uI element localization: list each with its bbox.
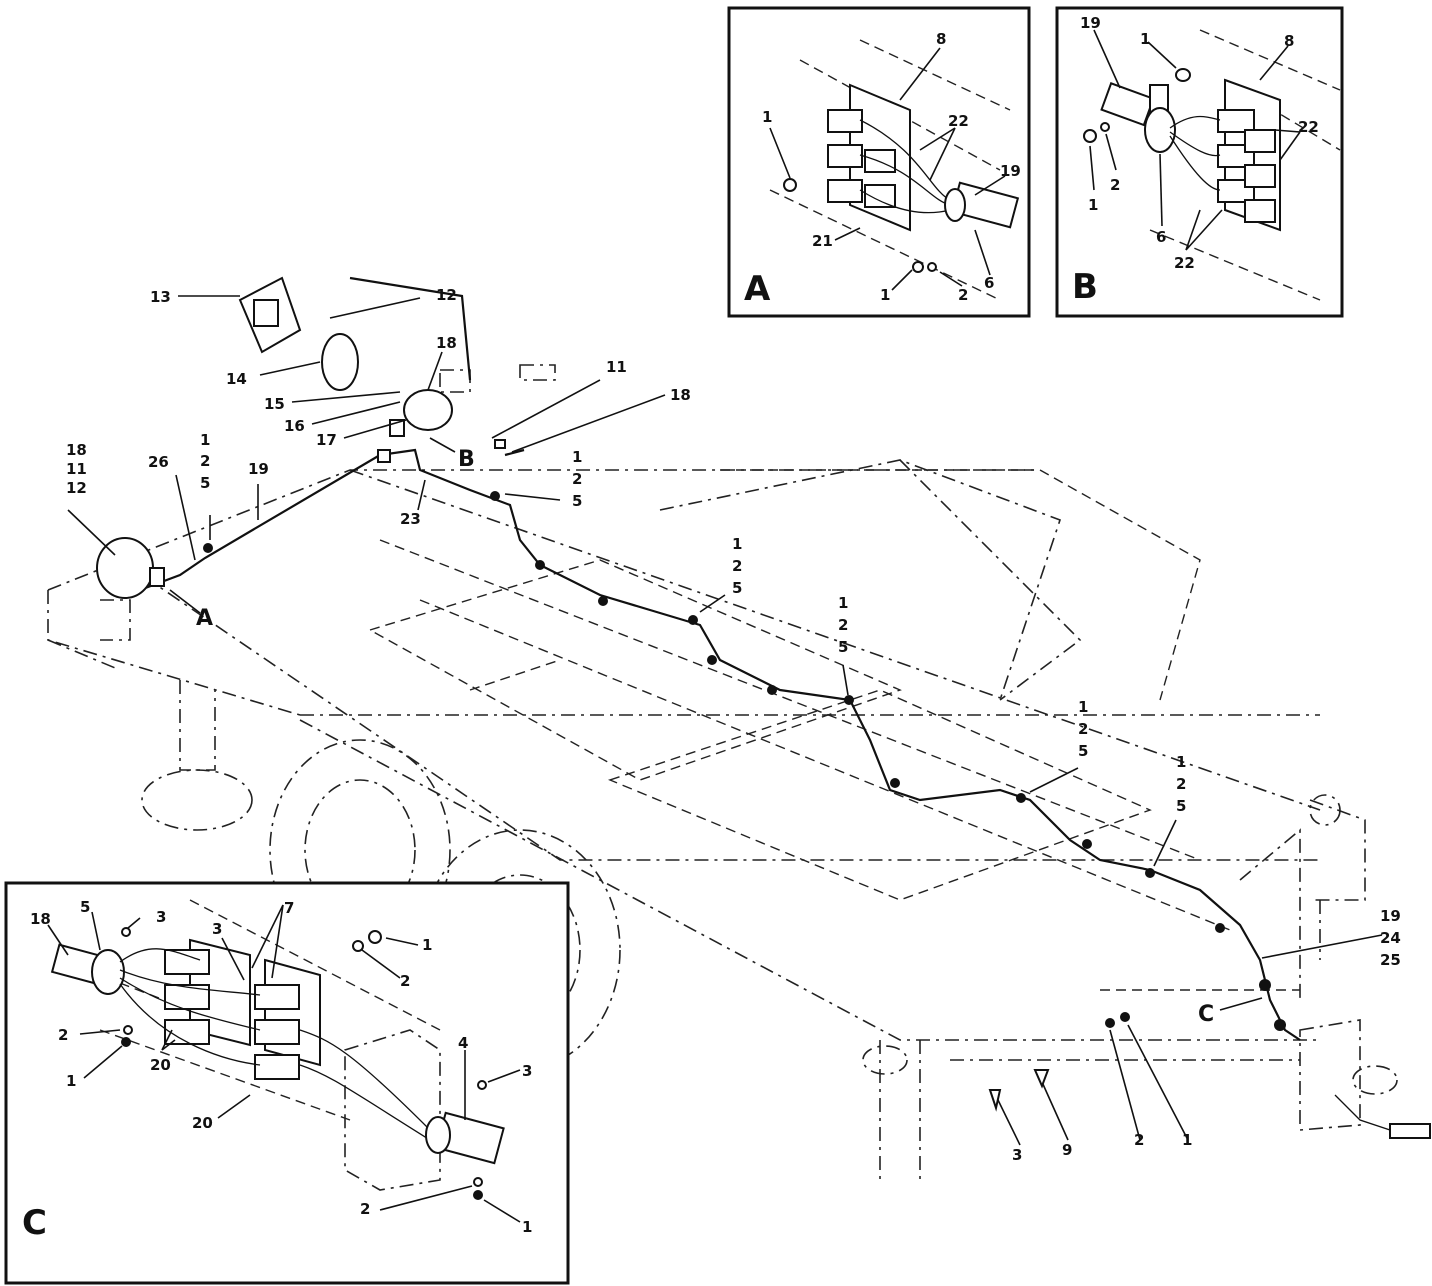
inset-b-label-2: 2 — [1110, 176, 1120, 194]
label-15: 15 — [264, 395, 285, 413]
label-2-clip4: 2 — [1078, 720, 1088, 738]
label-2-front: 2 — [200, 452, 210, 470]
label-5-front: 5 — [200, 474, 210, 492]
inset-c-label-18: 18 — [30, 910, 51, 928]
label-1-clip2: 1 — [732, 535, 742, 553]
inset-c-label-2: 2 — [400, 972, 410, 990]
label-11: 11 — [606, 358, 627, 376]
inset-a-label-1: 1 — [762, 108, 772, 126]
inset-c-label-3: 3 — [156, 908, 166, 926]
label-19-front: 19 — [248, 460, 269, 478]
inset-b-label-22: 22 — [1298, 118, 1319, 136]
inset-c-label-7: 7 — [284, 899, 294, 917]
label-26: 26 — [148, 453, 169, 471]
inset-b-letter: B — [1072, 267, 1098, 307]
inset-a-label-8: 8 — [936, 30, 946, 48]
label-5-clip5: 5 — [1176, 797, 1186, 815]
label-25: 25 — [1380, 951, 1401, 969]
label-18-lamp: 18 — [436, 334, 457, 352]
label-5-clip1: 5 — [572, 492, 582, 510]
label-5-clip2: 5 — [732, 579, 742, 597]
inset-c-label-20: 20 — [150, 1056, 171, 1074]
inset-b-label-1b: 1 — [1088, 196, 1098, 214]
label-1-clip1: 1 — [572, 448, 582, 466]
inset-c-label-5: 5 — [80, 898, 90, 916]
label-5-clip4: 5 — [1078, 742, 1088, 760]
label-1-front: 1 — [200, 431, 210, 449]
inset-a-label-19: 19 — [1000, 162, 1021, 180]
label-2-clip1: 2 — [572, 470, 582, 488]
inset-a-letter: A — [744, 269, 771, 309]
label-2-clip2: 2 — [732, 557, 742, 575]
main-wiring-harness — [139, 448, 1431, 1139]
inset-c-label-1c: 1 — [522, 1218, 532, 1236]
inset-b-label-19: 19 — [1080, 14, 1101, 32]
main-leader-lines — [67, 295, 1383, 1146]
inset-c-label-4: 4 — [458, 1034, 468, 1052]
main-callout-labels: 18 11 12 26 19 1 2 5 A 13 12 14 18 15 16… — [66, 286, 1401, 1164]
label-16: 16 — [284, 417, 305, 435]
label-1-clip3: 1 — [838, 594, 848, 612]
inset-c-label-1b: 1 — [66, 1072, 76, 1090]
inset-b-label-22b: 22 — [1174, 254, 1195, 272]
inset-c-label-2b: 2 — [58, 1026, 68, 1044]
trailer-chassis-outline — [47, 364, 1398, 1180]
label-2-clip5: 2 — [1176, 775, 1186, 793]
label-9: 9 — [1062, 1141, 1072, 1159]
label-B-main: B — [458, 447, 475, 472]
inset-a-label-21: 21 — [812, 232, 833, 250]
label-A-main: A — [196, 606, 213, 631]
inset-detail-a: A 8 1 22 19 21 1 2 6 — [727, 6, 1031, 318]
label-18-bolt: 18 — [670, 386, 691, 404]
inset-c-letter: C — [22, 1203, 47, 1243]
label-14: 14 — [226, 370, 247, 388]
label-18-11-12-b: 11 — [66, 460, 87, 478]
inset-a-label-2: 2 — [958, 286, 968, 304]
label-2-clip3: 2 — [838, 616, 848, 634]
inset-a-label-6: 6 — [984, 274, 994, 292]
inset-a-label-22: 22 — [948, 112, 969, 130]
label-2-rear: 2 — [1134, 1131, 1144, 1149]
inset-c-label-1: 1 — [422, 936, 432, 954]
label-1-clip5: 1 — [1176, 753, 1186, 771]
inset-c-label-20b: 20 — [192, 1114, 213, 1132]
label-1-clip4: 1 — [1078, 698, 1088, 716]
inset-a-label-1b: 1 — [880, 286, 890, 304]
inset-b-label-6: 6 — [1156, 228, 1166, 246]
label-18-11-12-a: 18 — [66, 441, 87, 459]
front-lamp-assembly — [96, 276, 525, 599]
label-19-rear: 19 — [1380, 907, 1401, 925]
inset-c-label-3b: 3 — [212, 920, 222, 938]
label-12-top: 12 — [436, 286, 457, 304]
label-17: 17 — [316, 431, 337, 449]
label-5-clip3: 5 — [838, 638, 848, 656]
inset-c-label-3c: 3 — [522, 1062, 532, 1080]
inset-b-label-1: 1 — [1140, 30, 1150, 48]
label-24: 24 — [1380, 929, 1401, 947]
label-18-11-12-c: 12 — [66, 479, 87, 497]
label-C-main: C — [1198, 1002, 1214, 1027]
inset-c-label-2c: 2 — [360, 1200, 370, 1218]
inset-detail-b: B 19 1 8 1 2 22 1 6 22 — [1055, 6, 1344, 318]
inset-detail-c: C 18 5 3 7 1 3 2 2 1 20 4 3 20 2 1 — [4, 881, 570, 1285]
label-23: 23 — [400, 510, 421, 528]
label-3-rear: 3 — [1012, 1146, 1022, 1164]
label-13: 13 — [150, 288, 171, 306]
inset-b-label-8: 8 — [1284, 32, 1294, 50]
label-1-rear: 1 — [1182, 1131, 1192, 1149]
